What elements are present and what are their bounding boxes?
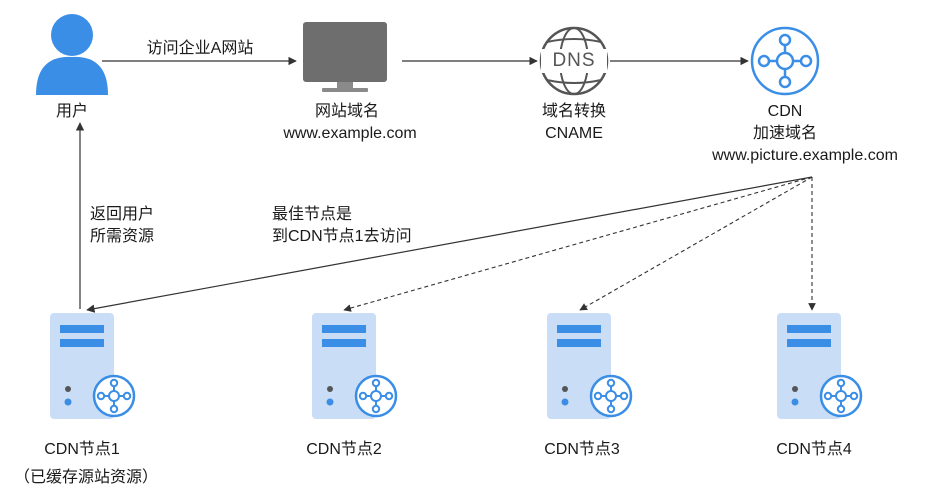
dns-globe-icon: [539, 26, 609, 96]
cdn-node-1-server: [50, 313, 136, 419]
node-2-label: CDN节点2: [306, 441, 382, 458]
node-1-label: CDN节点1: [44, 441, 120, 458]
node-3-label: CDN节点3: [544, 441, 620, 458]
arrow-dashed-node3: [579, 176, 813, 311]
return-label-line2: 所需资源: [90, 228, 155, 245]
cdn-accel-label: 加速域名: [752, 125, 818, 142]
cdn-network-icon: [750, 26, 820, 96]
dns-badge: DNS: [552, 50, 596, 71]
cdn-node-3-server: [547, 313, 633, 419]
best-node-label-line1: 最佳节点是: [272, 206, 353, 223]
return-label-line1: 返回用户: [90, 206, 155, 223]
website-label: 网站域名: [314, 103, 380, 120]
visit-label: 访问企业A网站: [146, 40, 254, 57]
arrow-dashed-node2: [343, 176, 813, 312]
cdn-node-4-server: [777, 313, 863, 419]
cdn-node-2-server: [312, 313, 398, 419]
website-domain: www.example.com: [283, 125, 417, 142]
user-label: 用户: [55, 103, 89, 120]
user-icon: [36, 14, 108, 95]
node-1-sublabel: （已缓存源站资源）: [13, 469, 159, 486]
cdn-domain: www.picture.example.com: [712, 147, 898, 164]
best-node-label-line2: 到CDN节点1去访问: [272, 228, 412, 245]
arrow-best-node: [86, 176, 813, 313]
dns-label: 域名转换: [541, 103, 607, 120]
monitor-icon: [303, 22, 387, 92]
dns-cname: CNAME: [545, 125, 603, 142]
cdn-label: CDN: [767, 103, 803, 120]
node-4-label: CDN节点4: [776, 441, 852, 458]
